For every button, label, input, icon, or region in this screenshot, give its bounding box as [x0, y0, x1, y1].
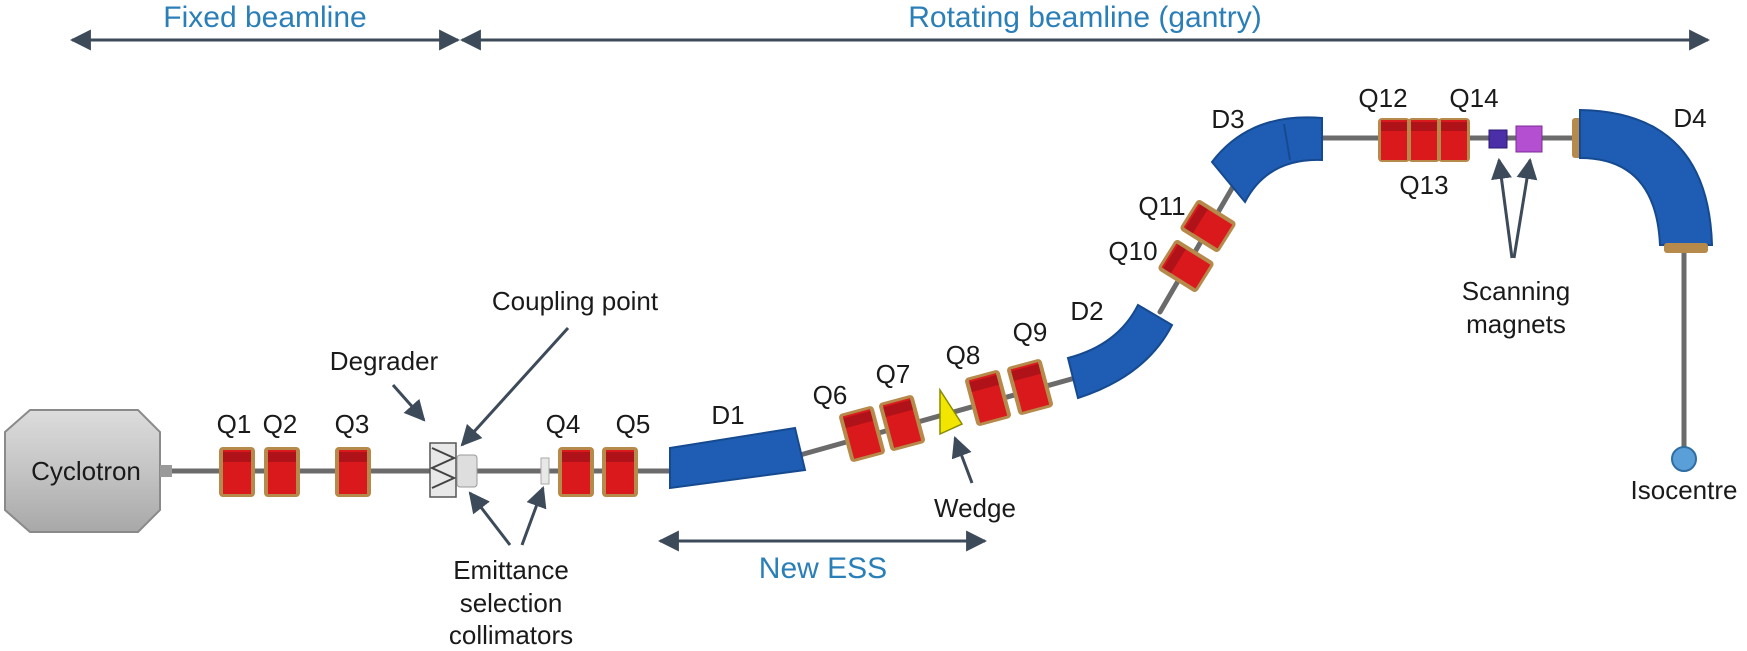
- q12-label: Q12: [1358, 83, 1407, 113]
- quadrupole-q7: [879, 395, 925, 451]
- collimator-arrow-1: [468, 491, 512, 546]
- scanning-arrow-2: [1512, 157, 1538, 259]
- isocentre-label: Isocentre: [1631, 475, 1738, 505]
- d4-flange-out: [1664, 243, 1708, 253]
- beam-pipe: [162, 135, 1687, 474]
- dipole-d1: [669, 426, 807, 490]
- quadrupole-q13: [1408, 118, 1440, 162]
- isocentre-point: [1671, 446, 1697, 472]
- coupling-point-label: Coupling point: [492, 286, 659, 316]
- d3-seam: [1283, 123, 1291, 161]
- scanning-label-2: magnets: [1466, 309, 1566, 339]
- quadrupole-q5: [602, 447, 638, 497]
- q10-label: Q10: [1108, 236, 1157, 266]
- q11-label: Q11: [1138, 191, 1185, 221]
- dipole-d3: [1210, 116, 1323, 204]
- coupling-point-arrow: [460, 326, 570, 447]
- q1-label: Q1: [217, 409, 252, 439]
- q14-label: Q14: [1449, 83, 1498, 113]
- wedge-label: Wedge: [934, 493, 1016, 523]
- quadrupole-q1: [219, 447, 255, 497]
- degrader-arrow: [391, 384, 426, 422]
- quadrupole-q8: [965, 370, 1011, 426]
- q6-label: Q6: [813, 380, 848, 410]
- quadrupole-q6: [839, 406, 885, 462]
- cyclotron-label: Cyclotron: [31, 456, 141, 486]
- scanning-arrow-1: [1491, 157, 1514, 259]
- emittance-label-3: collimators: [449, 620, 573, 650]
- dipole-d2: [1066, 303, 1174, 400]
- quadrupole-q9: [1007, 359, 1053, 415]
- q3-label: Q3: [335, 409, 370, 439]
- d3-label: D3: [1211, 104, 1244, 134]
- fixed-beamline-title: Fixed beamline: [163, 1, 366, 34]
- rotating-beamline-title: Rotating beamline (gantry): [908, 1, 1262, 34]
- d2-label: D2: [1070, 296, 1103, 326]
- quadrupole-q10: [1158, 240, 1214, 292]
- scanning-magnet-1: [1488, 129, 1508, 149]
- degrader-label: Degrader: [330, 346, 439, 376]
- d4-label: D4: [1673, 103, 1706, 133]
- q7-label: Q7: [876, 359, 911, 389]
- collimator-1: [456, 454, 478, 488]
- collimator-arrow-2: [520, 486, 547, 546]
- degrader: [429, 442, 457, 498]
- quadrupole-q4: [558, 447, 594, 497]
- wedge-arrow: [951, 436, 974, 484]
- quadrupole-q3: [335, 447, 371, 497]
- quadrupole-q2: [264, 447, 300, 497]
- d1-label: D1: [711, 400, 744, 430]
- quadrupole-q14: [1438, 118, 1470, 162]
- new-ess-title: New ESS: [759, 552, 887, 585]
- emittance-label-2: selection: [460, 588, 563, 618]
- q9-label: Q9: [1013, 317, 1048, 347]
- q13-label: Q13: [1399, 170, 1448, 200]
- q5-label: Q5: [616, 409, 651, 439]
- scanning-label-1: Scanning: [1462, 276, 1570, 306]
- wedge: [939, 387, 964, 436]
- scanning-magnet-2: [1515, 125, 1543, 153]
- quadrupole-q12: [1378, 118, 1410, 162]
- q2-label: Q2: [263, 409, 298, 439]
- q4-label: Q4: [546, 409, 581, 439]
- quadrupole-q11: [1180, 200, 1236, 252]
- emittance-label-1: Emittance: [453, 555, 569, 585]
- cyclotron: Cyclotron: [4, 409, 172, 533]
- dipole-d4: [1579, 108, 1714, 246]
- collimator-2: [540, 457, 550, 485]
- q8-label: Q8: [946, 340, 981, 370]
